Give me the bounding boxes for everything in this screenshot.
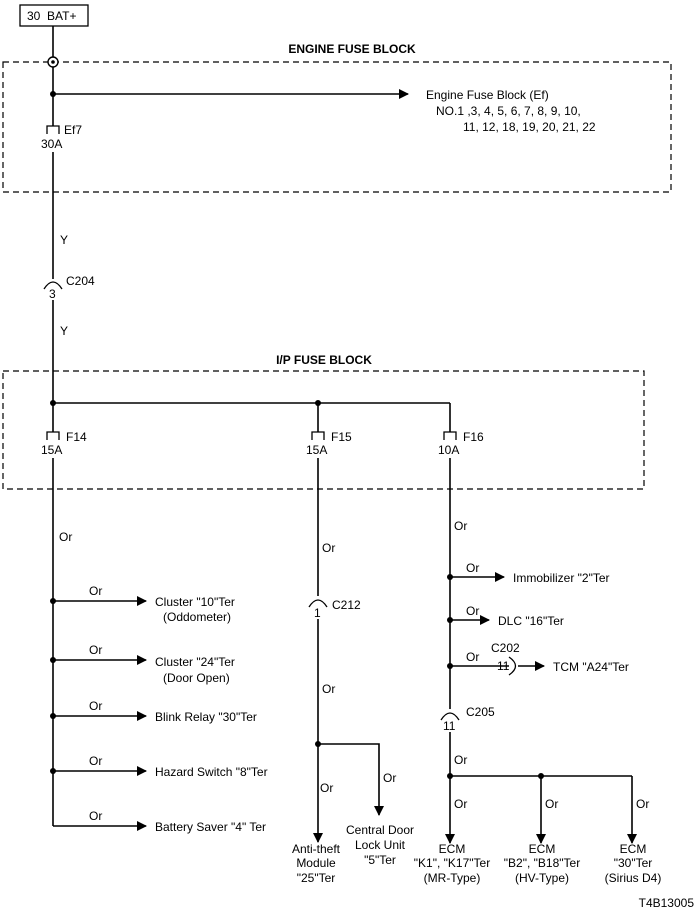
battery-source-box	[19, 4, 89, 27]
fuse-ef7-symbol	[46, 125, 60, 134]
figure-id: T4B13005	[639, 896, 695, 910]
f16-output-1: Immobilizer "2"Ter	[513, 571, 610, 585]
wire-y-1: Y	[60, 233, 68, 247]
f14-output-5-line1: Battery Saver "4" Ter	[155, 820, 266, 834]
wire-f15-or: Or	[322, 541, 335, 555]
connector-c212-symbol	[308, 599, 328, 608]
fuse-f16-symbol	[443, 431, 457, 440]
load-ecm3-3: (Sirius D4)	[605, 871, 662, 885]
f14-output-2-line1: Cluster "24"Ter	[155, 655, 235, 669]
fuse-f15-symbol	[311, 431, 325, 440]
connector-c204-pin: 3	[49, 287, 56, 301]
fuse-f15-rating: 15A	[306, 443, 327, 457]
wire-ecm3-or: Or	[636, 797, 649, 811]
connector-c202-name: C202	[491, 641, 520, 655]
load-ecm3-2: "30"Ter	[614, 856, 653, 870]
ip-fuse-block-boundary	[2, 370, 645, 490]
connector-c204-symbol	[43, 281, 63, 290]
load-ecm2-3: (HV-Type)	[515, 871, 569, 885]
wire-ecm1-or: Or	[454, 797, 467, 811]
connector-c212-pin: 1	[314, 606, 321, 620]
f16-output-2: DLC "16"Ter	[498, 614, 564, 628]
f14-output-4-line1: Hazard Switch "8"Ter	[155, 765, 268, 779]
wire-ecm2-or: Or	[545, 797, 558, 811]
fuse-f16-name: F16	[463, 430, 484, 444]
fuse-f14-symbol	[46, 431, 60, 440]
ef-block-numbers-1: NO.1 ,3, 4, 5, 6, 7, 8, 9, 10,	[436, 104, 581, 118]
wire-c205-or: Or	[454, 753, 467, 767]
engine-fuse-block-boundary	[2, 61, 672, 193]
connector-c202-pin: 11	[497, 659, 510, 673]
wire-f14-or: Or	[59, 530, 72, 544]
wire-central-or: Or	[383, 771, 396, 785]
f16-branch-2-wire: Or	[466, 604, 479, 618]
f16-branch-1-wire: Or	[466, 561, 479, 575]
load-ecm3-1: ECM	[620, 842, 647, 856]
load-ecm2-2: "B2", "B18"Ter	[504, 856, 580, 870]
load-ecm2-1: ECM	[529, 842, 556, 856]
f14-branch-3-wire: Or	[89, 699, 102, 713]
f14-branch-2-wire: Or	[89, 643, 102, 657]
ef-block-label: Engine Fuse Block (Ef)	[426, 88, 549, 102]
wire-c212-or: Or	[322, 682, 335, 696]
load-central-3: "5"Ter	[364, 853, 396, 867]
f16-output-3: TCM "A24"Ter	[553, 660, 629, 674]
load-antitheft-2: Module	[296, 856, 336, 870]
load-antitheft-1: Anti-theft	[292, 842, 341, 856]
load-antitheft-3: "25"Ter	[297, 871, 336, 885]
fuse-ef7-rating: 30A	[41, 137, 62, 151]
connector-c202-symbol	[508, 656, 517, 676]
f14-branch-1-wire: Or	[89, 584, 102, 598]
connector-c205-pin: 11	[443, 719, 456, 733]
connector-c205-name: C205	[466, 705, 495, 719]
load-ecm1-3: (MR-Type)	[424, 871, 481, 885]
fuse-f15-name: F15	[331, 430, 352, 444]
f14-branch-5-wire: Or	[89, 809, 102, 823]
fuse-f14-name: F14	[66, 430, 87, 444]
f14-branch-4-wire: Or	[89, 754, 102, 768]
wire-f16-or: Or	[454, 519, 467, 533]
connector-c212-name: C212	[332, 598, 361, 612]
engine-fuse-block-title: ENGINE FUSE BLOCK	[288, 42, 416, 56]
connector-c204-name: C204	[66, 274, 95, 288]
fuse-ef7-name: Ef7	[64, 123, 82, 137]
ef-block-numbers-2: 11, 12, 18, 19, 20, 21, 22	[463, 120, 596, 134]
f14-output-1-line2: (Oddometer)	[163, 610, 231, 624]
wire-antitheft-or: Or	[320, 781, 333, 795]
load-ecm1-2: "K1", "K17"Ter	[414, 856, 490, 870]
load-central-1: Central Door	[346, 823, 414, 837]
central-lock-wire	[318, 743, 384, 816]
f14-output-2-line2: (Door Open)	[163, 671, 230, 685]
f14-output-1-line1: Cluster "10"Ter	[155, 595, 235, 609]
load-ecm1-1: ECM	[439, 842, 466, 856]
ip-fuse-block-title: I/P FUSE BLOCK	[276, 353, 372, 367]
load-central-2: Lock Unit	[355, 838, 406, 852]
fuse-f16-rating: 10A	[438, 443, 459, 457]
battery-source-label: 30 BAT+	[27, 9, 76, 23]
fuse-f14-rating: 15A	[41, 443, 62, 457]
busbar-terminal-dot	[51, 60, 55, 64]
connector-c205-symbol	[440, 712, 460, 721]
wire-y-2: Y	[60, 324, 68, 338]
f16-branch-3-wire: Or	[466, 650, 479, 664]
f14-output-3-line1: Blink Relay "30"Ter	[155, 710, 257, 724]
